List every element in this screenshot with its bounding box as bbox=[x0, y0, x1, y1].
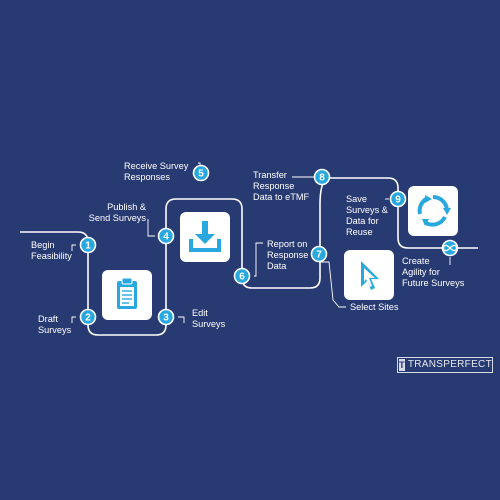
step-node-circle bbox=[157, 227, 175, 245]
step-5-node: 5 bbox=[192, 164, 210, 182]
step-1-label: Begin Feasibility bbox=[31, 240, 72, 261]
cursor-arrow-icon bbox=[361, 261, 379, 290]
step-number: 2 bbox=[85, 313, 91, 324]
end-label: Create Agility for Future Surveys bbox=[402, 256, 465, 288]
step-node-circle bbox=[389, 190, 407, 208]
step-8-label: Transfer Response Data to eTMF bbox=[253, 170, 310, 202]
download-icon-box bbox=[180, 212, 230, 262]
step-node-circle bbox=[233, 267, 251, 285]
logo-mark: T bbox=[399, 359, 405, 371]
step-node-circle bbox=[310, 245, 328, 263]
flow-path bbox=[20, 177, 478, 336]
logo-text: TRANSPERFECT bbox=[407, 359, 492, 370]
step-node-circle bbox=[157, 308, 175, 326]
step-node-circle bbox=[192, 164, 210, 182]
step-number: 5 bbox=[198, 169, 204, 180]
step-2-node: 2 bbox=[79, 308, 97, 326]
step-7-node: 7 bbox=[310, 245, 328, 263]
step-node-circle bbox=[79, 308, 97, 326]
step-number: 6 bbox=[239, 272, 245, 283]
step-8-node: 8 bbox=[313, 168, 331, 186]
step-5-label: Receive Survey Responses bbox=[124, 161, 189, 182]
step-node-circle bbox=[313, 168, 331, 186]
step-7-label: Select Sites bbox=[350, 302, 399, 312]
step-number: 1 bbox=[85, 241, 91, 252]
circular-arrows-icon-box bbox=[408, 186, 458, 236]
cursor-icon-box bbox=[344, 250, 394, 300]
step-2-label: Draft Surveys bbox=[38, 314, 72, 335]
step-6-label: Report on Response Data bbox=[267, 239, 309, 271]
step-number: 9 bbox=[395, 195, 401, 206]
transperfect-logo: T TRANSPERFECT bbox=[397, 357, 493, 373]
clipboard-icon-box bbox=[102, 270, 152, 320]
infinity-icon bbox=[441, 239, 459, 257]
step-3-node: 3 bbox=[157, 308, 175, 326]
step-4-label: Publish & Send Surveys bbox=[88, 202, 146, 223]
step-number: 3 bbox=[163, 313, 169, 324]
step-number: 8 bbox=[319, 173, 325, 184]
step-9-node: 9 bbox=[389, 190, 407, 208]
step-6-node: 6 bbox=[233, 267, 251, 285]
circular-arrows-icon bbox=[417, 194, 451, 227]
step-number: 7 bbox=[316, 250, 322, 261]
download-icon bbox=[189, 221, 221, 252]
step-4-node: 4 bbox=[157, 227, 175, 245]
clipboard-icon bbox=[117, 277, 137, 309]
step-9-label: Save Surveys & Data for Reuse bbox=[346, 194, 388, 237]
step-1-node: 1 bbox=[79, 236, 97, 254]
step-3-label: Edit Surveys bbox=[192, 308, 226, 329]
step-node-circle bbox=[79, 236, 97, 254]
step-number: 4 bbox=[163, 232, 169, 243]
